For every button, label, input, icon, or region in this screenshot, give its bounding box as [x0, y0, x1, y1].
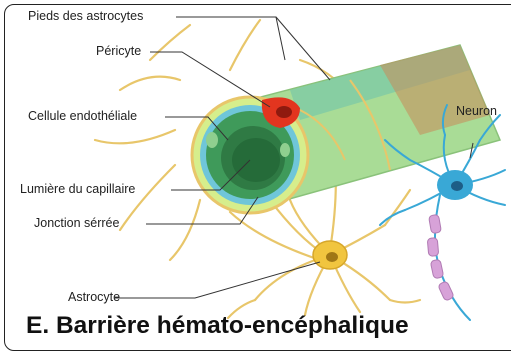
label-neuron: Neuron [456, 104, 497, 118]
figure-caption: E. Barrière hémato-encéphalique [26, 312, 409, 340]
astrocyte [313, 241, 347, 269]
label-endothelial-cell: Cellule endothéliale [28, 109, 137, 123]
myelin-sheath [427, 214, 454, 301]
label-astrocyte: Astrocyte [68, 290, 120, 304]
label-pericyte: Péricyte [96, 44, 141, 58]
label-capillary-lumen: Lumière du capillaire [20, 182, 135, 196]
label-astrocyte-feet: Pieds des astrocytes [28, 9, 143, 23]
neuron-nucleus [451, 181, 463, 191]
label-tight-junction: Jonction sérrée [34, 216, 119, 230]
